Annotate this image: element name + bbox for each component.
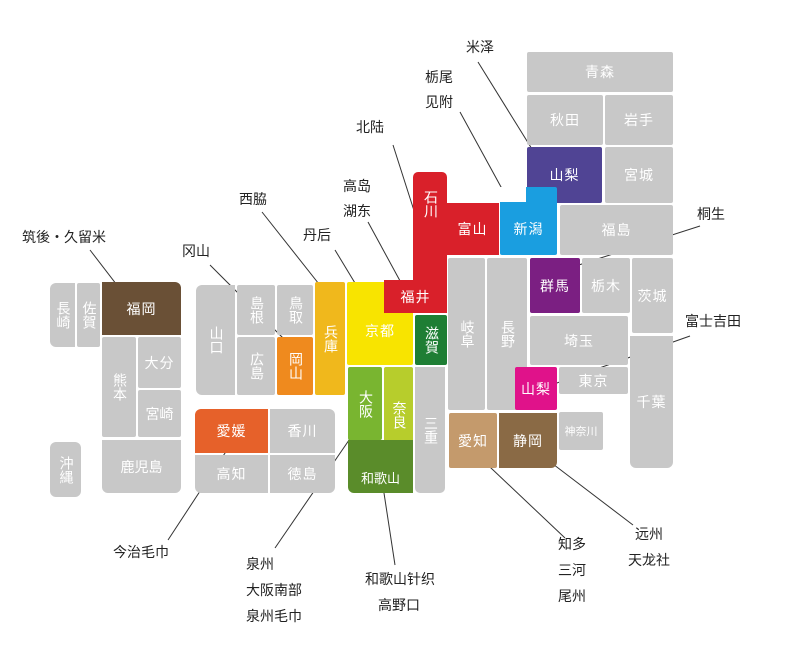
label-nishiwaki: 西脇 xyxy=(239,192,267,208)
region-gunma: 群馬 xyxy=(530,258,580,313)
label-osaka-south: 大阪南部 xyxy=(246,583,302,599)
region-tokyo: 東京 xyxy=(559,367,628,394)
region-kagawa: 香川 xyxy=(270,409,335,453)
label-fujiyoshida: 富士吉田 xyxy=(685,314,741,330)
region-ibaraki: 茨城 xyxy=(632,258,673,333)
region-saga: 佐賀 xyxy=(77,283,100,347)
label-hokuriku: 北陆 xyxy=(356,120,384,136)
leader-line xyxy=(544,457,634,526)
label-senshu-towel: 泉州毛巾 xyxy=(246,609,302,625)
label-mitsuke: 见附 xyxy=(425,95,453,111)
region-tottori: 鳥取 xyxy=(277,285,313,335)
region-iwate: 岩手 xyxy=(605,95,673,145)
region-aomori: 青森 xyxy=(527,52,673,92)
region-yamanashi: 山梨 xyxy=(515,367,557,410)
region-nagasaki: 長崎 xyxy=(50,283,75,347)
region-mie: 三重 xyxy=(415,367,445,493)
region-ishikawa-label: 石川 xyxy=(422,190,438,218)
region-okayama: 岡山 xyxy=(277,337,313,395)
label-yonezawa: 米泽 xyxy=(466,40,494,56)
region-akita: 秋田 xyxy=(527,95,603,145)
region-osaka: 大阪 xyxy=(348,367,382,440)
label-tango: 丹后 xyxy=(303,228,331,244)
region-tokushima: 徳島 xyxy=(270,455,335,493)
region-ishikawa: 石川 xyxy=(413,172,447,282)
leader-line xyxy=(334,249,359,289)
label-chita: 知多 xyxy=(558,537,586,553)
region-shizuoka: 静岡 xyxy=(499,413,557,468)
region-miyazaki: 宮崎 xyxy=(138,390,181,437)
label-tenryusha: 天龙社 xyxy=(628,553,670,569)
leader-line xyxy=(381,479,396,566)
label-okayama: 冈山 xyxy=(182,244,210,260)
region-yamaguchi: 山口 xyxy=(196,285,235,395)
region-fukushima: 福島 xyxy=(560,205,673,255)
label-imabari: 今治毛巾 xyxy=(113,545,169,561)
region-saitama: 埼玉 xyxy=(530,316,628,365)
label-bishu: 尾州 xyxy=(558,589,586,605)
region-gifu: 岐阜 xyxy=(448,258,485,410)
label-chikugo-kurume: 筑後・久留米 xyxy=(22,230,106,246)
region-kagoshima: 鹿児島 xyxy=(102,440,181,493)
region-kumamoto: 熊本 xyxy=(102,337,136,437)
region-fukui: 福井 xyxy=(384,280,447,313)
label-mikawa: 三河 xyxy=(558,563,586,579)
leader-line xyxy=(477,61,541,163)
region-hyogo: 兵庫 xyxy=(315,282,345,395)
region-wakayama: 和歌山 xyxy=(348,440,413,493)
label-koto: 湖东 xyxy=(343,204,371,220)
label-enshu: 远州 xyxy=(635,527,663,543)
niigata-notch xyxy=(500,187,526,202)
region-hiroshima: 広島 xyxy=(237,337,275,395)
region-kochi: 高知 xyxy=(195,455,268,493)
region-shiga: 滋賀 xyxy=(415,315,447,365)
region-miyagi: 宮城 xyxy=(605,147,673,203)
region-ehime: 愛媛 xyxy=(195,409,268,453)
region-aichi: 愛知 xyxy=(449,413,497,468)
region-shimane: 島根 xyxy=(237,285,275,335)
label-tochio: 栃尾 xyxy=(425,70,453,86)
label-senshu: 泉州 xyxy=(246,557,274,573)
label-kiryu: 桐生 xyxy=(697,207,725,223)
region-chiba: 千葉 xyxy=(630,336,673,468)
region-kanagawa: 神奈川 xyxy=(559,412,603,450)
label-koyaguchi: 高野口 xyxy=(378,598,420,614)
label-takashima: 高岛 xyxy=(343,179,371,195)
label-wakayama-knit: 和歌山针织 xyxy=(365,572,435,588)
region-niigata: 新潟 xyxy=(500,187,557,255)
region-tochigi: 栃木 xyxy=(582,258,630,313)
region-toyama: 富山 xyxy=(446,203,499,255)
region-fukuoka: 福岡 xyxy=(102,282,181,335)
region-okinawa: 沖縄 xyxy=(50,442,81,497)
leader-line xyxy=(367,221,406,291)
region-oita: 大分 xyxy=(138,337,181,388)
